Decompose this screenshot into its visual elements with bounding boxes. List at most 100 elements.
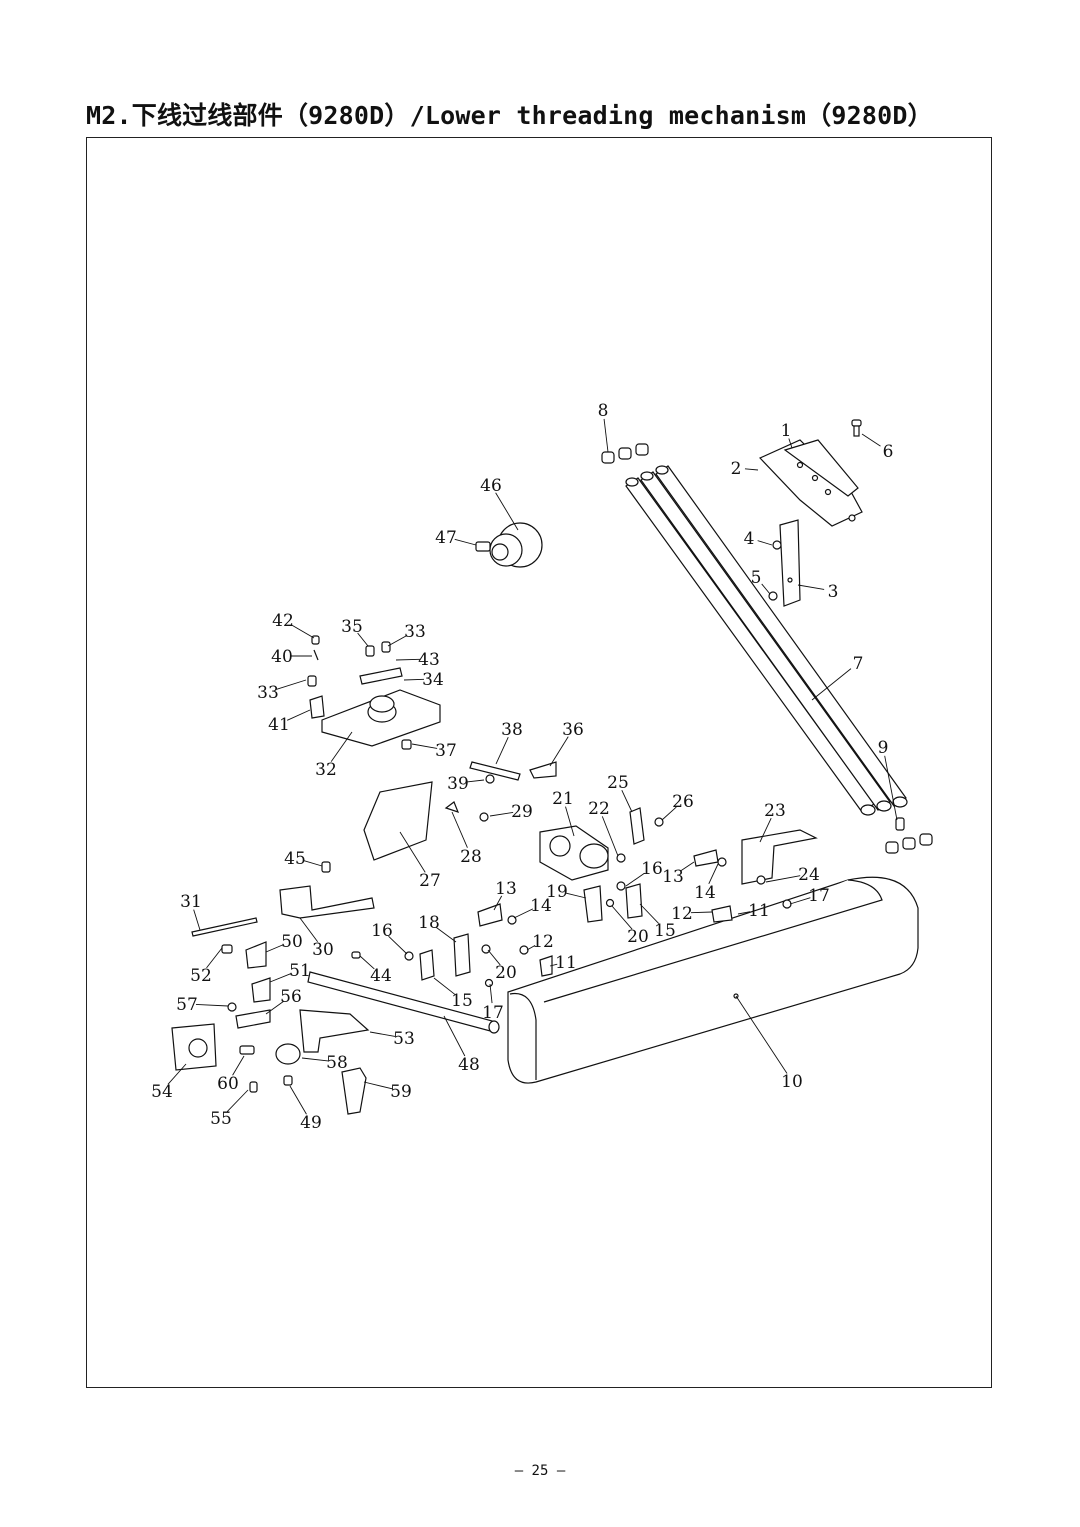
screw-16b-drawing	[616, 881, 626, 891]
leader-line-16	[388, 935, 408, 955]
leader-line-33	[276, 679, 307, 690]
leader-line-25	[621, 789, 633, 813]
callout-label-16: 16	[641, 859, 663, 879]
leader-line-43	[395, 658, 421, 661]
callout-label-37: 37	[435, 741, 457, 761]
part-41-drawing	[309, 695, 325, 719]
leader-line-11	[737, 911, 751, 915]
callout-label-36: 36	[562, 720, 584, 740]
leader-line-12	[526, 945, 536, 951]
leader-line-58	[301, 1057, 329, 1062]
leader-line-59	[363, 1081, 393, 1090]
callout-label-35: 35	[341, 617, 363, 637]
callout-label-15: 15	[654, 921, 676, 941]
callout-label-32: 32	[315, 760, 337, 780]
callout-label-12: 12	[671, 904, 693, 924]
leader-line-20	[487, 949, 501, 966]
callout-label-16: 16	[371, 921, 393, 941]
leader-line-49	[289, 1085, 307, 1115]
callout-label-38: 38	[501, 720, 523, 740]
leader-line-30	[299, 917, 318, 943]
callout-label-40: 40	[271, 647, 293, 667]
screw-14b-drawing	[717, 857, 727, 867]
part-51-drawing	[251, 977, 271, 1003]
part-15a-drawing	[419, 949, 435, 981]
part-19-drawing	[583, 885, 603, 923]
callout-label-19: 19	[546, 882, 568, 902]
leader-line-34	[403, 678, 425, 681]
callout-label-44: 44	[370, 966, 392, 986]
callout-label-20: 20	[495, 963, 517, 983]
part-13a-drawing	[477, 903, 503, 927]
callout-label-18: 18	[418, 913, 440, 933]
leader-line-17	[789, 897, 811, 905]
leader-line-2	[744, 468, 759, 471]
leader-line-3	[797, 584, 825, 590]
callout-label-60: 60	[217, 1074, 239, 1094]
callout-label-57: 57	[176, 995, 198, 1015]
leader-line-18	[435, 926, 457, 943]
leader-line-13	[680, 861, 695, 872]
screw-29-drawing	[479, 812, 489, 822]
part-56-drawing	[235, 1009, 271, 1029]
callout-label-23: 23	[764, 801, 786, 821]
leader-line-28	[451, 811, 468, 848]
leader-line-57	[195, 1003, 229, 1007]
callout-label-50: 50	[281, 932, 303, 952]
callout-label-58: 58	[326, 1053, 348, 1073]
part-38-drawing	[469, 761, 521, 781]
shaft-31-drawing	[191, 917, 258, 937]
callout-label-51: 51	[289, 961, 311, 981]
cover-10-drawing	[507, 876, 919, 1084]
leader-line-36	[549, 736, 569, 767]
part-13b-drawing	[693, 849, 719, 867]
screw-5-drawing	[768, 591, 778, 601]
screw-24-drawing	[756, 875, 766, 885]
leader-line-9	[884, 755, 898, 821]
screw-17a-drawing	[484, 978, 494, 988]
callout-label-48: 48	[458, 1055, 480, 1075]
callout-label-55: 55	[210, 1109, 232, 1129]
callout-label-14: 14	[694, 883, 716, 903]
screw-20b-drawing	[605, 898, 615, 908]
leader-line-52	[206, 947, 223, 969]
leader-line-11	[549, 963, 558, 967]
spring-40-drawing	[313, 649, 319, 661]
callout-label-9: 9	[878, 738, 889, 758]
callout-label-34: 34	[422, 670, 444, 690]
leader-line-45	[303, 860, 323, 867]
callout-label-59: 59	[390, 1082, 412, 1102]
screw-33b-drawing	[307, 675, 317, 687]
leader-line-6	[861, 433, 881, 447]
rail-assembly-drawing	[625, 465, 908, 816]
leader-line-38	[495, 736, 509, 765]
leader-line-20	[611, 905, 633, 930]
callout-label-28: 28	[460, 847, 482, 867]
callout-label-17: 17	[808, 886, 830, 906]
part-25-drawing	[629, 807, 645, 845]
leader-line-5	[761, 583, 771, 595]
callout-label-5: 5	[751, 568, 762, 588]
part-18-drawing	[453, 933, 471, 977]
part-36-drawing	[529, 761, 557, 779]
leader-line-56	[265, 1000, 284, 1015]
part-15b-drawing	[625, 883, 643, 919]
callout-label-47: 47	[435, 528, 457, 548]
screw-17b-drawing	[782, 899, 792, 909]
leader-line-27	[399, 831, 426, 873]
callout-label-21: 21	[552, 789, 574, 809]
nut-8-drawing	[601, 443, 649, 464]
guard-27-drawing	[363, 781, 433, 861]
leader-line-15	[639, 903, 660, 924]
callout-label-6: 6	[883, 442, 894, 462]
callout-label-13: 13	[495, 879, 517, 899]
part-drawings	[171, 419, 933, 1115]
part-50-drawing	[245, 941, 267, 969]
callout-label-11: 11	[748, 901, 770, 921]
leader-line-10	[735, 995, 788, 1074]
callout-label-22: 22	[588, 799, 610, 819]
leader-line-8	[603, 418, 609, 453]
callout-label-1: 1	[781, 421, 792, 441]
callout-label-13: 13	[662, 867, 684, 887]
